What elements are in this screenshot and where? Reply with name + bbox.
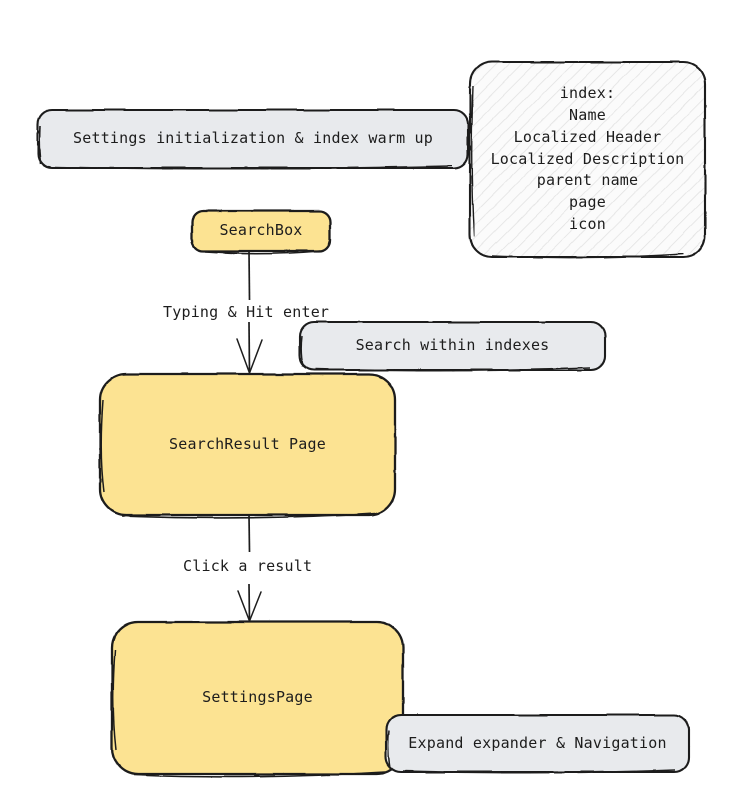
settings-page-shape: [110, 620, 405, 776]
sketch-stroke: [38, 125, 42, 165]
sketch-stroke: [471, 85, 475, 237]
search-within-indexes-note[interactable]: [298, 320, 607, 372]
edge-line-lower: [248, 321, 251, 374]
index-box-shape: [468, 60, 707, 259]
expand-expander-note[interactable]: [384, 713, 691, 774]
search-result-page-shape: [98, 372, 397, 517]
settings-init-note-shape: [36, 108, 470, 170]
sketch-stroke: [491, 253, 685, 259]
sketch-stroke: [204, 250, 321, 255]
search-box-node[interactable]: [190, 209, 332, 255]
search-within-indexes-shape: [298, 320, 607, 372]
index-box[interactable]: [468, 60, 707, 259]
sketch-stroke: [133, 771, 386, 778]
expand-expander-shape: [384, 713, 691, 774]
sketch-stroke: [112, 649, 117, 751]
edge-line-upper: [248, 250, 251, 301]
edge-click-a-result: [237, 514, 262, 622]
sketch-stroke: [387, 729, 391, 769]
sketch-stroke: [121, 512, 376, 519]
sketch-stroke: [300, 335, 304, 367]
edge-typing-hit-enter: [236, 250, 263, 374]
sketch-stroke: [54, 165, 453, 170]
sketch-stroke: [402, 769, 676, 774]
sketch-stroke: [100, 399, 105, 493]
settings-init-note[interactable]: [36, 108, 470, 170]
search-box-shape: [190, 209, 332, 253]
edge-line-upper: [248, 514, 251, 553]
search-result-page-node[interactable]: [98, 372, 397, 519]
settings-page-node[interactable]: [110, 620, 405, 778]
sketch-stroke: [315, 367, 591, 372]
edge-line-lower: [248, 583, 251, 622]
